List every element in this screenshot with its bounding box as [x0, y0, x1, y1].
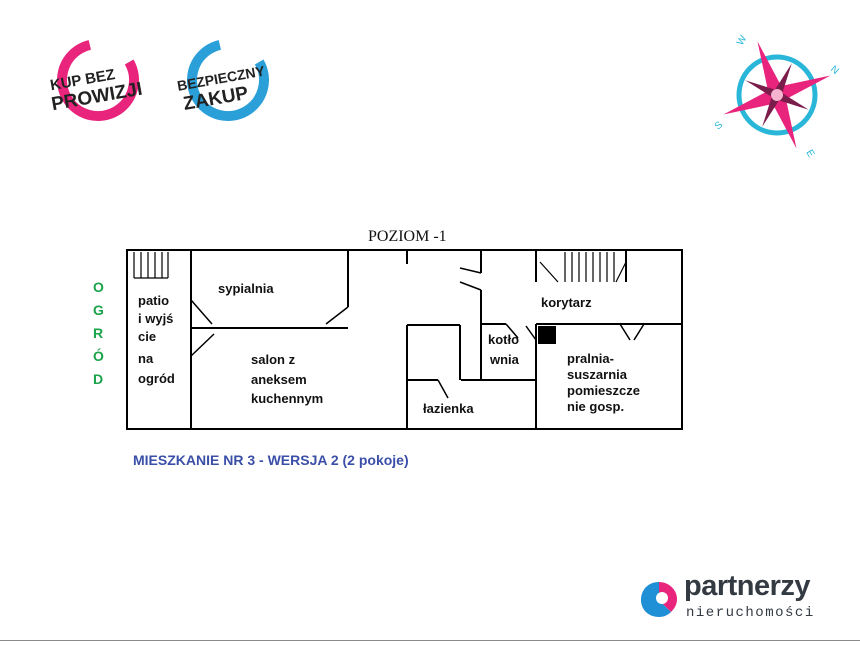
room-pralnia: pralnia- suszarnia pomieszcze nie gosp.	[567, 351, 640, 414]
room-label: wnia	[489, 352, 520, 367]
garden-label: O G R Ó D	[93, 279, 104, 387]
garden-letter: Ó	[93, 347, 104, 364]
bottom-divider	[0, 640, 860, 641]
room-label: łazienka	[423, 401, 474, 416]
partnerzy-logo-subtitle: nieruchomości	[686, 605, 815, 621]
promo-badges: KUP BEZ PROWIZJI BEZPIECZNY ZAKUP	[49, 39, 269, 121]
garden-letter: O	[93, 279, 104, 295]
room-lazienka: łazienka	[423, 401, 474, 416]
room-sypialnia: sypialnia	[218, 281, 274, 296]
room-salon: salon z aneksem kuchennym	[251, 352, 323, 406]
level-title: POZIOM -1	[368, 228, 447, 245]
room-label: aneksem	[251, 372, 307, 387]
room-label: kuchennym	[251, 391, 323, 406]
walls	[126, 249, 683, 430]
room-label: sypialnia	[218, 281, 274, 296]
compass-label-e: E	[803, 148, 816, 160]
garden-letter: G	[93, 302, 104, 318]
garden-letter: D	[93, 371, 103, 387]
room-label: i wyjś	[138, 311, 173, 326]
compass-rose-icon: W N S E	[713, 33, 841, 160]
doors	[190, 250, 645, 399]
boiler-block	[538, 326, 556, 344]
room-label: pomieszcze	[567, 383, 640, 398]
room-patio: patio i wyjś cie na ogród	[138, 293, 175, 386]
room-label: cie	[138, 329, 156, 344]
room-label: nie gosp.	[567, 399, 624, 414]
room-label: patio	[138, 293, 169, 308]
room-label: ogród	[138, 371, 175, 386]
partnerzy-logo-icon	[641, 582, 677, 617]
partnerzy-logo-name: partnerzy	[684, 570, 811, 602]
room-korytarz: korytarz	[541, 295, 592, 310]
room-label: korytarz	[541, 295, 592, 310]
partnerzy-logo: partnerzy nieruchomości	[638, 570, 838, 626]
garden-letter: R	[93, 325, 103, 341]
room-label: suszarnia	[567, 367, 628, 382]
apartment-caption: MIESZKANIE NR 3 - WERSJA 2 (2 pokoje)	[133, 452, 409, 468]
room-label: pralnia-	[567, 351, 614, 366]
room-label: salon z	[251, 352, 296, 367]
stairs	[133, 252, 627, 283]
room-label: kotło	[488, 332, 519, 347]
room-kotlownia: kotło wnia	[488, 332, 520, 367]
room-label: na	[138, 351, 154, 366]
